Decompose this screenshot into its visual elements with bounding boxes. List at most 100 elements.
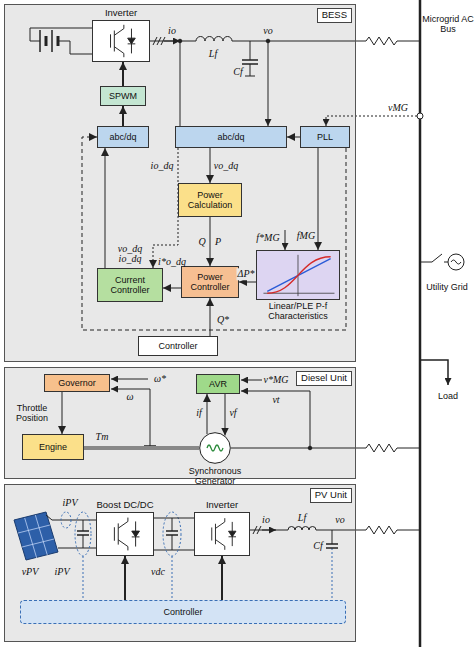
component-symbol <box>215 518 224 550</box>
block-box: Power Calculation <box>178 183 242 217</box>
block-label: Power Controller <box>182 272 238 293</box>
utility-grid-symbol <box>420 254 464 270</box>
block-label: Engine <box>39 442 67 452</box>
component-symbol <box>97 513 153 555</box>
signal-name: Q <box>198 236 205 248</box>
reference-arrow <box>111 379 148 380</box>
signal-connector <box>122 62 124 86</box>
panel-ground <box>4 484 356 642</box>
pv-output-wire <box>288 527 316 531</box>
capacitor-symbol <box>245 41 255 76</box>
generator-wire <box>241 391 310 448</box>
signal-connector <box>207 394 208 434</box>
edge-label: ΔP* <box>237 268 256 280</box>
component-label: Load <box>438 391 458 401</box>
edge-label: Throttle Position <box>6 403 58 424</box>
signal-connector <box>210 217 211 266</box>
panel-title: BESS <box>317 8 352 23</box>
signal-connector <box>154 518 194 519</box>
edge-label: Tm <box>95 431 110 443</box>
edge-label: vf <box>228 407 237 419</box>
ac-bus <box>420 0 421 647</box>
block-box: Inverter <box>92 20 150 62</box>
block-box: abc/dq <box>175 126 287 148</box>
load-arrow <box>420 360 448 385</box>
edge-label: fMG <box>296 230 316 242</box>
component-symbol <box>132 521 140 546</box>
signal-name: f*MG <box>256 232 279 244</box>
signal-name: Cf <box>233 66 242 78</box>
block-box: Governor <box>44 374 110 392</box>
block-box: Controller <box>138 336 218 356</box>
panel-title: Diesel Unit <box>296 371 352 386</box>
generator-circle: Synchronous Generator <box>199 432 231 464</box>
signal-connector <box>62 392 63 434</box>
signal-connector <box>225 394 226 436</box>
ac-bus <box>419 0 422 647</box>
block-box: Inverter <box>194 512 250 556</box>
pv-output-wire <box>250 526 356 548</box>
line-resistor <box>356 526 420 534</box>
unit-panel: BESS InverterSPWM abc/dq abc/dq PLL Power Cal… <box>4 4 356 362</box>
speed-feedback <box>111 389 150 446</box>
utility-grid-symbol <box>448 254 464 270</box>
bess-wire <box>150 37 356 126</box>
generator-wire <box>308 446 312 450</box>
component-symbol <box>212 518 236 550</box>
bess-wire <box>180 41 268 126</box>
panel-title: PV Unit <box>310 488 352 503</box>
component-symbol <box>207 445 223 451</box>
block-label: SPWM <box>109 91 137 101</box>
block-box: PLL <box>300 126 350 148</box>
sensor-oval <box>61 512 332 600</box>
signal-name: vo <box>335 514 344 526</box>
signal-connector <box>210 148 211 183</box>
edge-label: if <box>195 407 203 419</box>
component-symbol <box>111 25 136 57</box>
block-label: PLL <box>317 132 333 142</box>
signal-name: io_dq <box>119 253 142 265</box>
signal-connector <box>318 148 319 250</box>
component-symbol <box>212 524 216 544</box>
reference-arrow <box>241 380 262 381</box>
component-symbol <box>257 251 339 299</box>
line-resistor <box>356 37 420 45</box>
signal-name: ω <box>126 391 133 403</box>
block-label: Controller <box>158 341 197 351</box>
signal-connector <box>287 137 300 138</box>
component-symbol <box>263 255 334 296</box>
block-box: abc/dq <box>97 126 149 148</box>
block-label: abc/dq <box>217 132 244 142</box>
signal-name: Lf <box>298 512 306 524</box>
component-symbol <box>195 513 249 555</box>
pv-capacitors <box>77 518 194 550</box>
block-box: Current Controller <box>97 268 163 302</box>
block-box: Controller <box>20 600 346 624</box>
block-label: Boost DC/DC <box>96 500 153 511</box>
signal-name: vMG <box>388 102 408 114</box>
component-symbol <box>128 29 136 54</box>
line-resistor <box>356 37 420 534</box>
sensor-oval <box>163 512 181 556</box>
signal-name: iPV <box>63 497 78 509</box>
bess-wire <box>164 41 180 42</box>
block-box: Power Controller <box>181 266 239 298</box>
component-label: Utility Grid <box>422 282 472 292</box>
load-arrow <box>420 360 448 385</box>
signal-connector <box>163 288 181 289</box>
reference-arrow <box>285 230 286 250</box>
component-symbol <box>93 21 149 61</box>
block-label: Inverter <box>105 8 137 19</box>
block-box: Boost DC/DC <box>96 512 154 556</box>
pcc-voltage-tap <box>326 116 417 126</box>
component-symbol <box>114 523 118 544</box>
block-label: Governor <box>58 378 96 388</box>
pv-array <box>18 515 54 558</box>
speed-feedback <box>111 389 156 446</box>
signal-name: Lf <box>209 48 217 60</box>
signal-name: vdc <box>151 566 165 578</box>
component-symbol <box>118 518 128 551</box>
pv-output-wire <box>332 530 333 544</box>
component-symbol <box>229 522 236 546</box>
block-label: Controller <box>163 607 202 617</box>
